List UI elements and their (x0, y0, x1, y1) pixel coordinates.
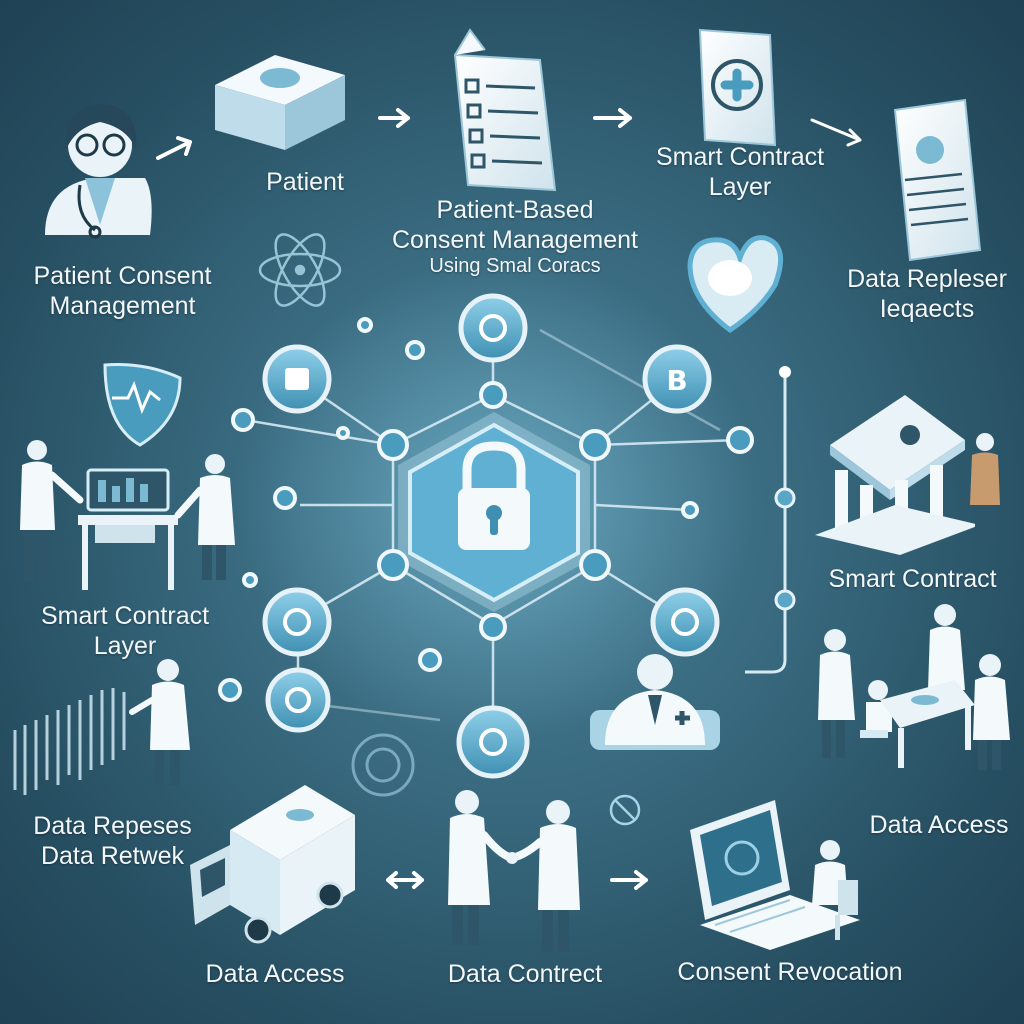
data-access-right-label: Data Access (869, 811, 1009, 839)
atom-icon (258, 233, 342, 307)
leaf-icon (609, 794, 641, 826)
network-node (262, 344, 332, 414)
handshake-icon (448, 790, 580, 952)
label-line: Layer (708, 172, 772, 201)
scientist-icon (129, 659, 190, 785)
label-line: Data Retwek (40, 841, 185, 870)
network-node: B (642, 344, 712, 414)
connector-dot (774, 487, 796, 509)
label-line: Using Smal Coracs (429, 255, 601, 277)
label-line: Patient-Based (436, 196, 594, 224)
document-checklist-icon (453, 28, 557, 192)
network-node (456, 705, 530, 779)
data-access-bottom-label: Data Access (205, 960, 345, 988)
faint-ring (351, 733, 415, 797)
data-repeses-label: Data Repeses Data Retwek (5, 812, 220, 871)
lab-workstation-icon (20, 440, 235, 590)
medical-cross-card-icon (698, 28, 777, 147)
network-node (265, 667, 331, 733)
label-line: Consent Management (392, 225, 638, 254)
doctor-bust-icon (590, 654, 720, 750)
label-line: Management (49, 291, 196, 320)
arrow-icon (378, 108, 410, 128)
label-line: Ieqaects (879, 294, 975, 323)
computer-terminal-icon (690, 800, 860, 950)
delivery-truck-icon (190, 785, 355, 944)
data-contract-label: Data Contrect (447, 960, 603, 988)
patient-consent-management-label: Patient Consent Management (10, 262, 235, 321)
connector-dot (779, 366, 791, 378)
heart-icon (687, 235, 784, 334)
server-box-icon (215, 55, 345, 150)
side-connector (745, 375, 787, 674)
network-node (262, 587, 332, 657)
label-line: Smart Contract (655, 143, 825, 171)
arrow-icon (810, 118, 862, 147)
data-bars-icon (13, 688, 126, 795)
consent-revocation-label: Consent Revocation (677, 958, 903, 986)
arrow-icon (610, 870, 648, 890)
network-nodes: B (262, 293, 720, 779)
bidirectional-arrow-icon (386, 871, 424, 889)
hospital-meeting-icon (818, 604, 1010, 770)
doctor-avatar-icon (45, 104, 152, 239)
patient-label: Patient (266, 168, 344, 196)
svg-text:B: B (666, 364, 687, 397)
patient-based-consent-label: Patient-Based Consent Management Using S… (360, 196, 670, 279)
label-line: Layer (93, 631, 157, 660)
smart-contract-layer-left-label: Smart Contract Layer (15, 602, 235, 661)
shield-pulse-icon (103, 363, 182, 447)
label-line: Patient Consent (33, 262, 212, 290)
network-small-nodes (218, 317, 754, 702)
padlock-icon (398, 412, 590, 612)
smart-contract-right-label: Smart Contract (828, 565, 997, 593)
smart-contract-layer-top-label: Smart Contract Layer (630, 143, 850, 202)
report-document-icon (893, 98, 982, 262)
bank-building-icon (815, 395, 1000, 555)
connector-dot (774, 589, 796, 611)
network-node (458, 293, 528, 363)
network-node (650, 587, 720, 657)
arrow-icon (156, 136, 192, 160)
label-line: Data Repeses (33, 812, 192, 840)
label-line: Smart Contract (40, 602, 210, 630)
label-line: Data Repleser (847, 265, 1007, 293)
data-requests-label: Data Repleser Ieqaects (832, 265, 1022, 324)
arrow-icon (593, 108, 632, 128)
